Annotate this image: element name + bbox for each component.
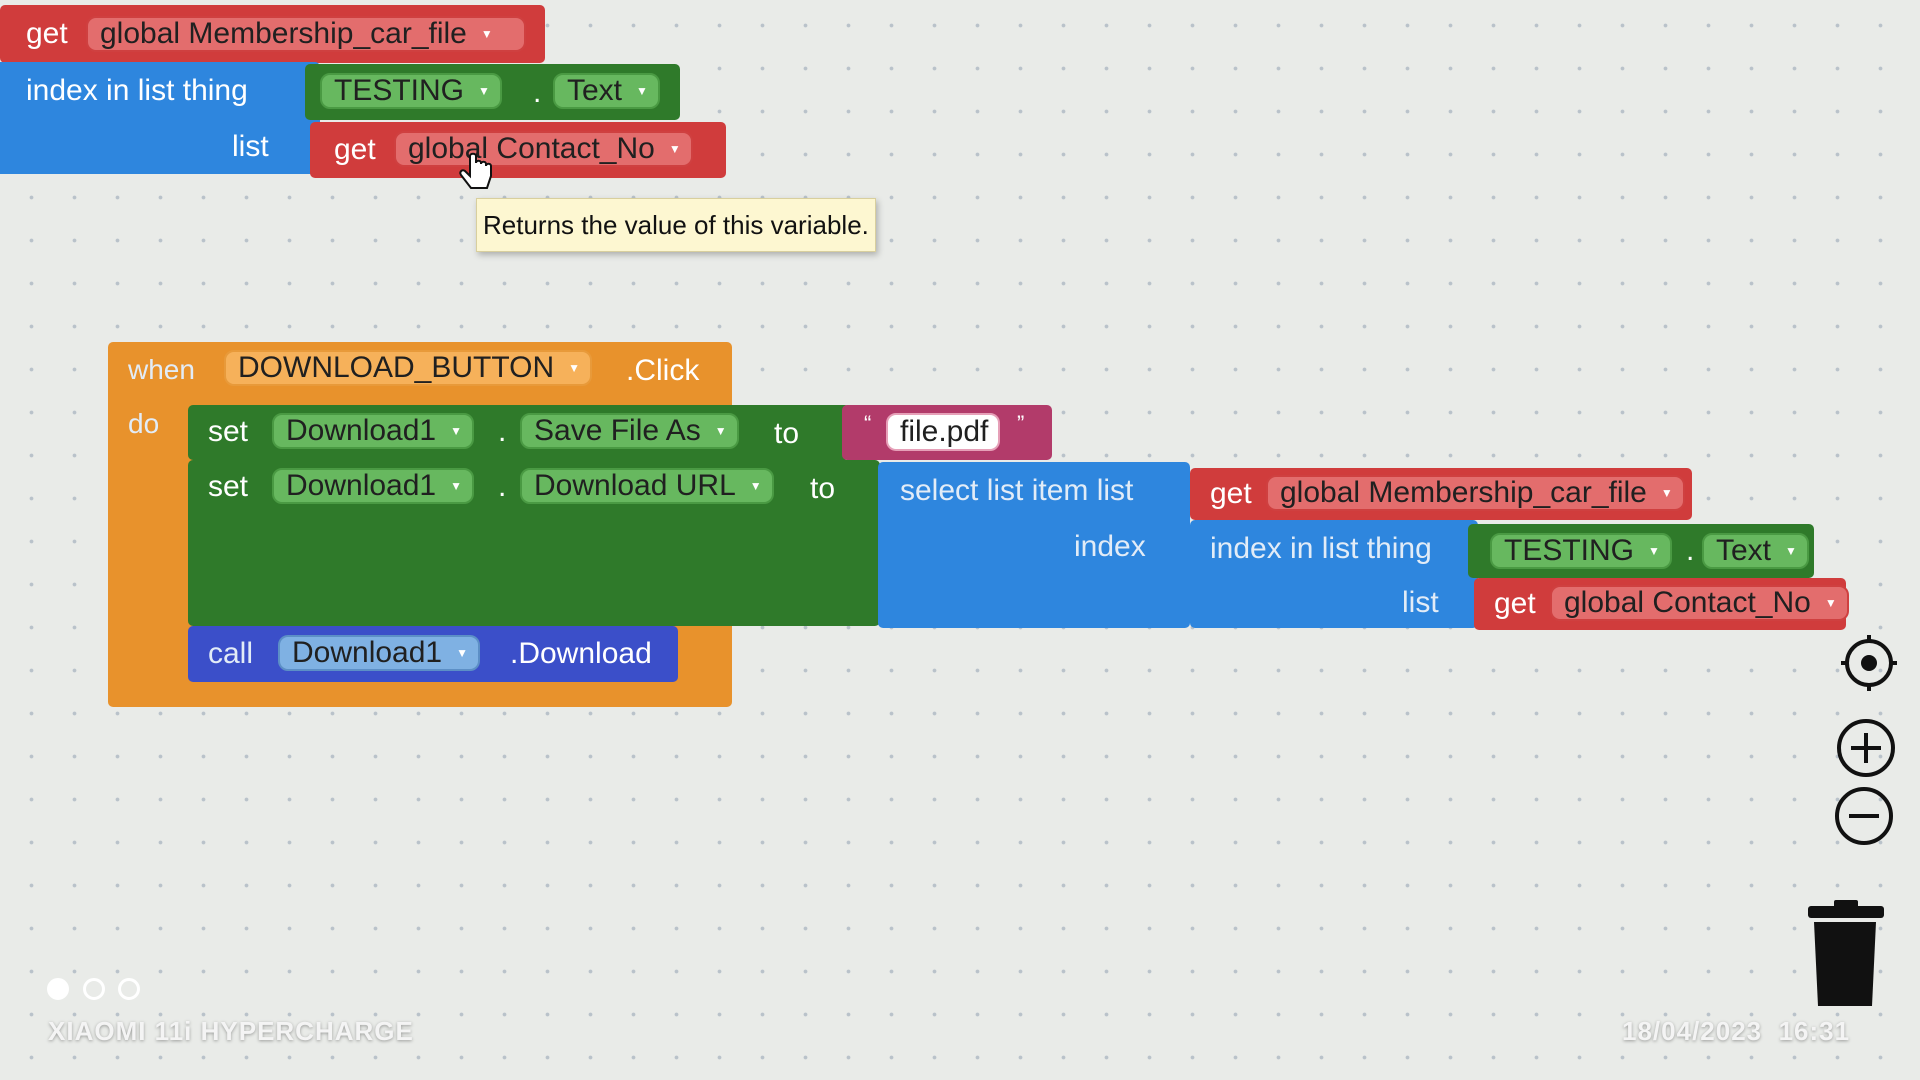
variable-name: global Membership_car_file	[100, 17, 467, 50]
dot-separator: .	[533, 76, 542, 109]
to-keyword: to	[810, 472, 836, 505]
method-name-download: .Download	[510, 637, 652, 670]
property-name: Text	[567, 74, 623, 107]
list-label: list	[1402, 586, 1439, 619]
index-label: index	[1074, 530, 1146, 563]
page-indicator-dot	[118, 978, 140, 1000]
index-in-list-label: index in list thing	[1210, 532, 1432, 565]
component-dropdown-download1[interactable]: Download1 ▼	[278, 635, 480, 671]
variable-name: global Contact_No	[408, 132, 655, 165]
variable-dropdown-membership[interactable]: global Membership_car_file ▼	[86, 16, 526, 52]
property-dropdown-text[interactable]: Text ▼	[1702, 533, 1809, 569]
chevron-down-icon: ▼	[749, 479, 762, 493]
component-name: TESTING	[334, 74, 465, 107]
when-keyword: when	[128, 354, 195, 385]
component-name: DOWNLOAD_BUTTON	[238, 351, 555, 384]
index-in-list-block[interactable]: index in list thing list	[0, 62, 320, 174]
property-name: Download URL	[534, 469, 736, 502]
variable-dropdown-contact-no[interactable]: global Contact_No ▼	[1550, 585, 1849, 621]
set-save-file-as-block[interactable]: set Download1 ▼ . Save File As ▼ to	[188, 405, 850, 460]
chevron-down-icon: ▼	[456, 646, 468, 660]
component-dropdown-download-button[interactable]: DOWNLOAD_BUTTON ▼	[224, 350, 593, 386]
chevron-down-icon: ▼	[450, 479, 462, 493]
chevron-down-icon: ▼	[478, 84, 490, 98]
component-name: TESTING	[1504, 534, 1635, 567]
text-literal-field[interactable]: file.pdf	[886, 413, 1001, 451]
hand-cursor-icon	[458, 152, 498, 196]
open-quote: “	[864, 411, 872, 436]
page-indicator-dot	[83, 978, 105, 1000]
set-keyword: set	[208, 470, 249, 503]
get-membership-block-inner[interactable]: get global Membership_car_file ▼	[1190, 468, 1692, 520]
chevron-down-icon: ▼	[1660, 486, 1673, 500]
get-contact-no-block[interactable]: get global Contact_No ▼	[310, 122, 726, 178]
datetime-watermark: 18/04/2023 16:31	[1622, 1016, 1851, 1046]
dot-separator: .	[498, 415, 507, 448]
get-membership-block[interactable]: get global Membership_car_file ▼	[0, 5, 545, 63]
component-dropdown-testing[interactable]: TESTING ▼	[1490, 533, 1672, 569]
event-name-click: .Click	[626, 354, 700, 387]
component-name: Download1	[286, 414, 437, 447]
select-list-item-label: select list item list	[900, 474, 1134, 507]
text-value: file.pdf	[900, 415, 989, 448]
call-keyword: call	[208, 637, 254, 670]
component-dropdown-download1[interactable]: Download1 ▼	[272, 413, 474, 449]
variable-name: global Membership_car_file	[1280, 476, 1647, 509]
index-in-list-block-inner[interactable]: index in list thing list	[1190, 520, 1478, 628]
dot-separator: .	[1686, 534, 1695, 567]
chevron-down-icon: ▼	[668, 142, 681, 156]
get-keyword: get	[1494, 587, 1536, 620]
text-literal-block[interactable]: “ file.pdf ”	[842, 405, 1052, 460]
get-keyword: get	[26, 17, 68, 50]
chevron-down-icon: ▼	[1785, 544, 1797, 558]
component-name: Download1	[286, 469, 437, 502]
chevron-down-icon: ▼	[568, 361, 581, 375]
chevron-down-icon: ▼	[1648, 544, 1660, 558]
variable-dropdown-contact-no[interactable]: global Contact_No ▼	[394, 131, 693, 167]
call-download-block[interactable]: call Download1 ▼ .Download	[188, 626, 678, 682]
chevron-down-icon: ▼	[450, 424, 462, 438]
get-keyword: get	[334, 133, 376, 166]
variable-tooltip: Returns the value of this variable.	[476, 198, 876, 252]
do-keyword: do	[128, 408, 160, 439]
property-name: Save File As	[534, 414, 701, 447]
component-name: Download1	[292, 636, 443, 669]
close-quote: ”	[1017, 411, 1025, 436]
chevron-down-icon: ▼	[480, 27, 493, 41]
component-dropdown-testing[interactable]: TESTING ▼	[320, 73, 502, 109]
zoom-in-icon[interactable]	[1836, 718, 1896, 778]
page-indicator-dot-active	[47, 978, 69, 1000]
property-dropdown-download-url[interactable]: Download URL ▼	[520, 468, 774, 504]
trash-icon[interactable]	[1804, 900, 1886, 1010]
variable-dropdown-membership[interactable]: global Membership_car_file ▼	[1266, 475, 1685, 511]
zoom-out-icon[interactable]	[1834, 786, 1894, 846]
chevron-down-icon: ▼	[1824, 596, 1837, 610]
property-name: Text	[1716, 534, 1772, 567]
component-dropdown-download1[interactable]: Download1 ▼	[272, 468, 474, 504]
list-label: list	[232, 130, 269, 163]
device-watermark: XIAOMI 11i HYPERCHARGE	[48, 1016, 414, 1046]
get-keyword: get	[1210, 477, 1252, 510]
component-getter-testing-text-inner[interactable]: TESTING ▼ . Text ▼	[1468, 524, 1814, 578]
index-in-list-label: index in list thing	[26, 74, 248, 107]
get-contact-no-block-inner[interactable]: get global Contact_No ▼	[1474, 578, 1849, 630]
to-keyword: to	[774, 417, 800, 450]
select-list-item-block[interactable]: select list item list index	[878, 462, 1190, 628]
variable-name: global Contact_No	[1564, 586, 1811, 619]
set-download-url-block[interactable]: set Download1 ▼ . Download URL ▼ to	[188, 460, 880, 626]
dot-separator: .	[498, 470, 507, 503]
chevron-down-icon: ▼	[636, 84, 648, 98]
property-dropdown-text[interactable]: Text ▼	[553, 73, 660, 109]
chevron-down-icon: ▼	[714, 424, 727, 438]
recenter-icon[interactable]	[1840, 634, 1898, 692]
property-dropdown-save-file-as[interactable]: Save File As ▼	[520, 413, 739, 449]
set-keyword: set	[208, 415, 249, 448]
component-getter-testing-text[interactable]: TESTING ▼ . Text ▼	[305, 64, 680, 120]
